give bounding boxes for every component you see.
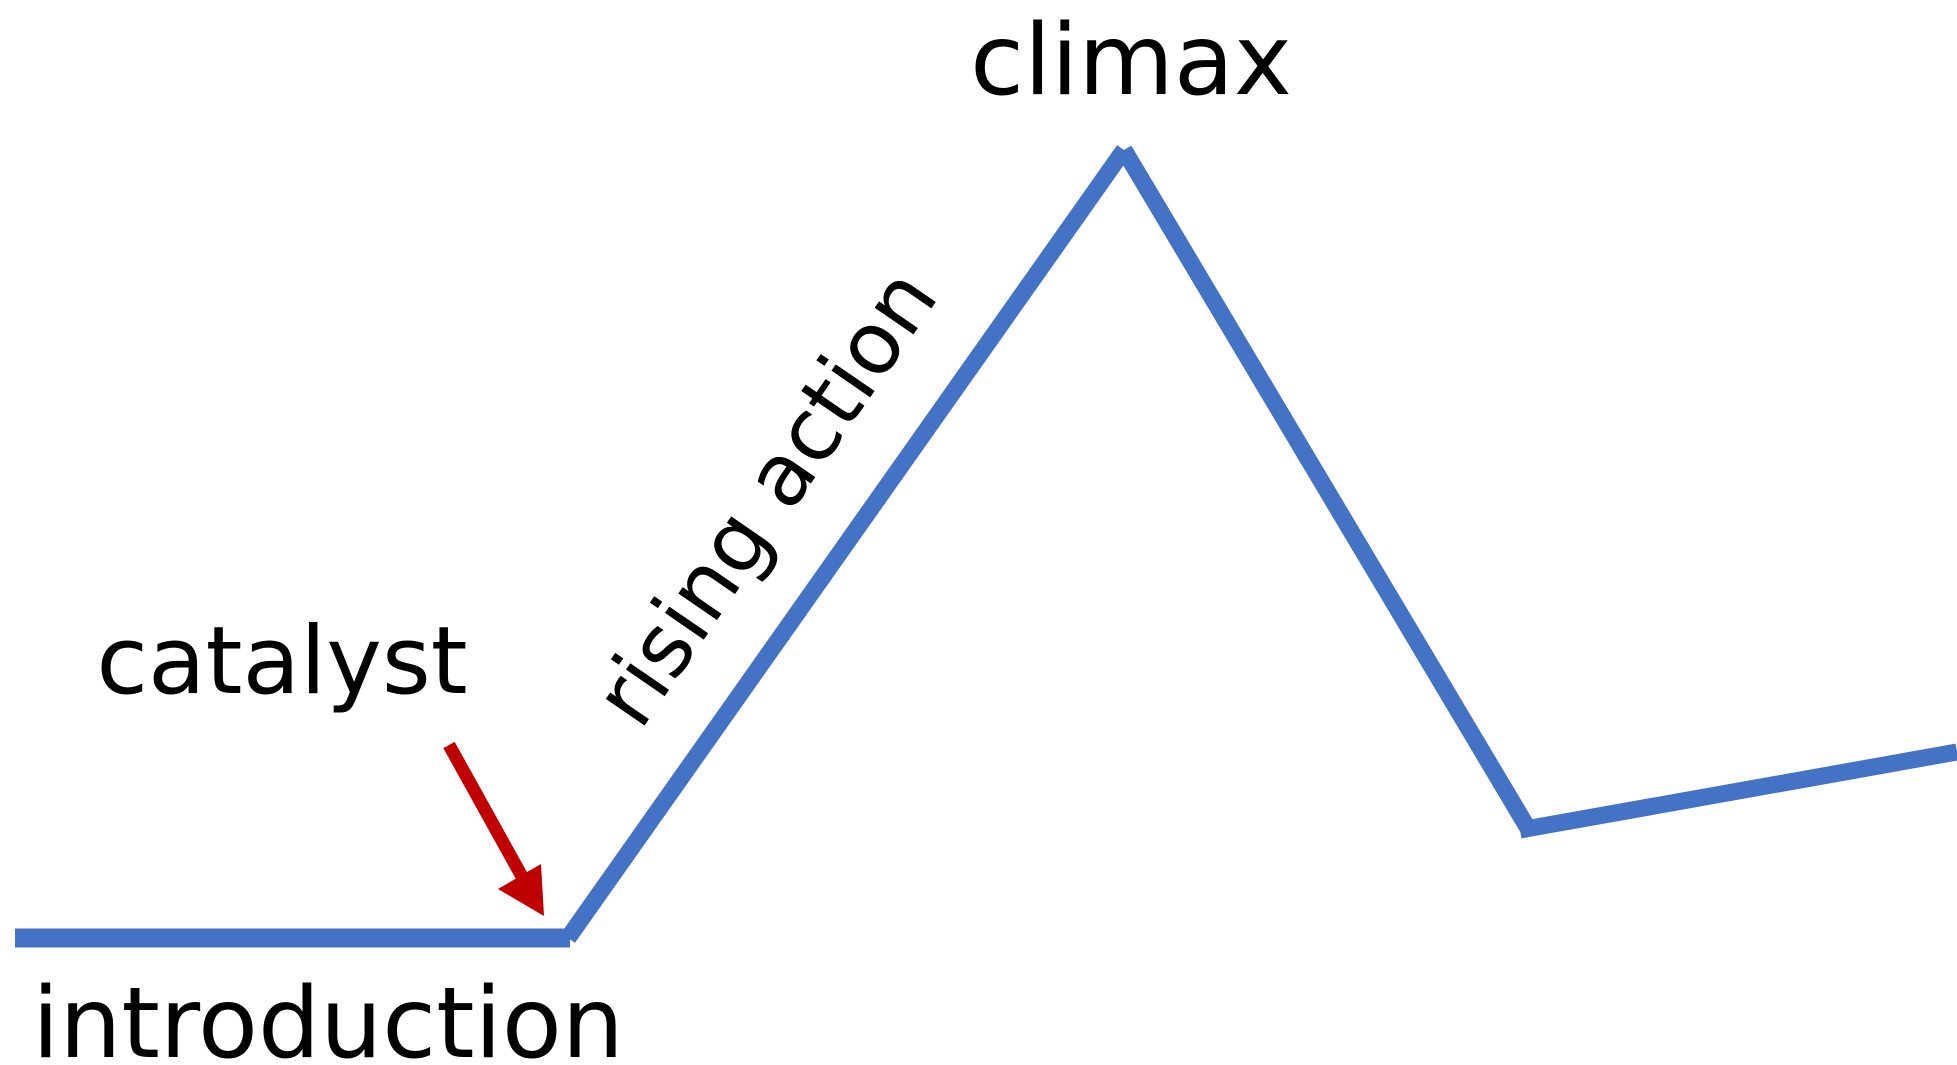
introduction-label: introduction: [32, 967, 624, 1065]
catalyst-arrow: [443, 741, 544, 916]
plot-line-rising-action-segment: [561, 145, 1131, 943]
climax-label: climax: [970, 4, 1292, 118]
catalyst-arrow-shaft: [443, 741, 531, 886]
catalyst-label: catalyst: [96, 607, 467, 716]
plot-line-falling-action-segment: [1116, 145, 1537, 835]
catalyst-arrow-head: [498, 864, 544, 916]
plot-line-resolution-segment: [1518, 743, 1957, 839]
plot-line: [15, 145, 1957, 948]
